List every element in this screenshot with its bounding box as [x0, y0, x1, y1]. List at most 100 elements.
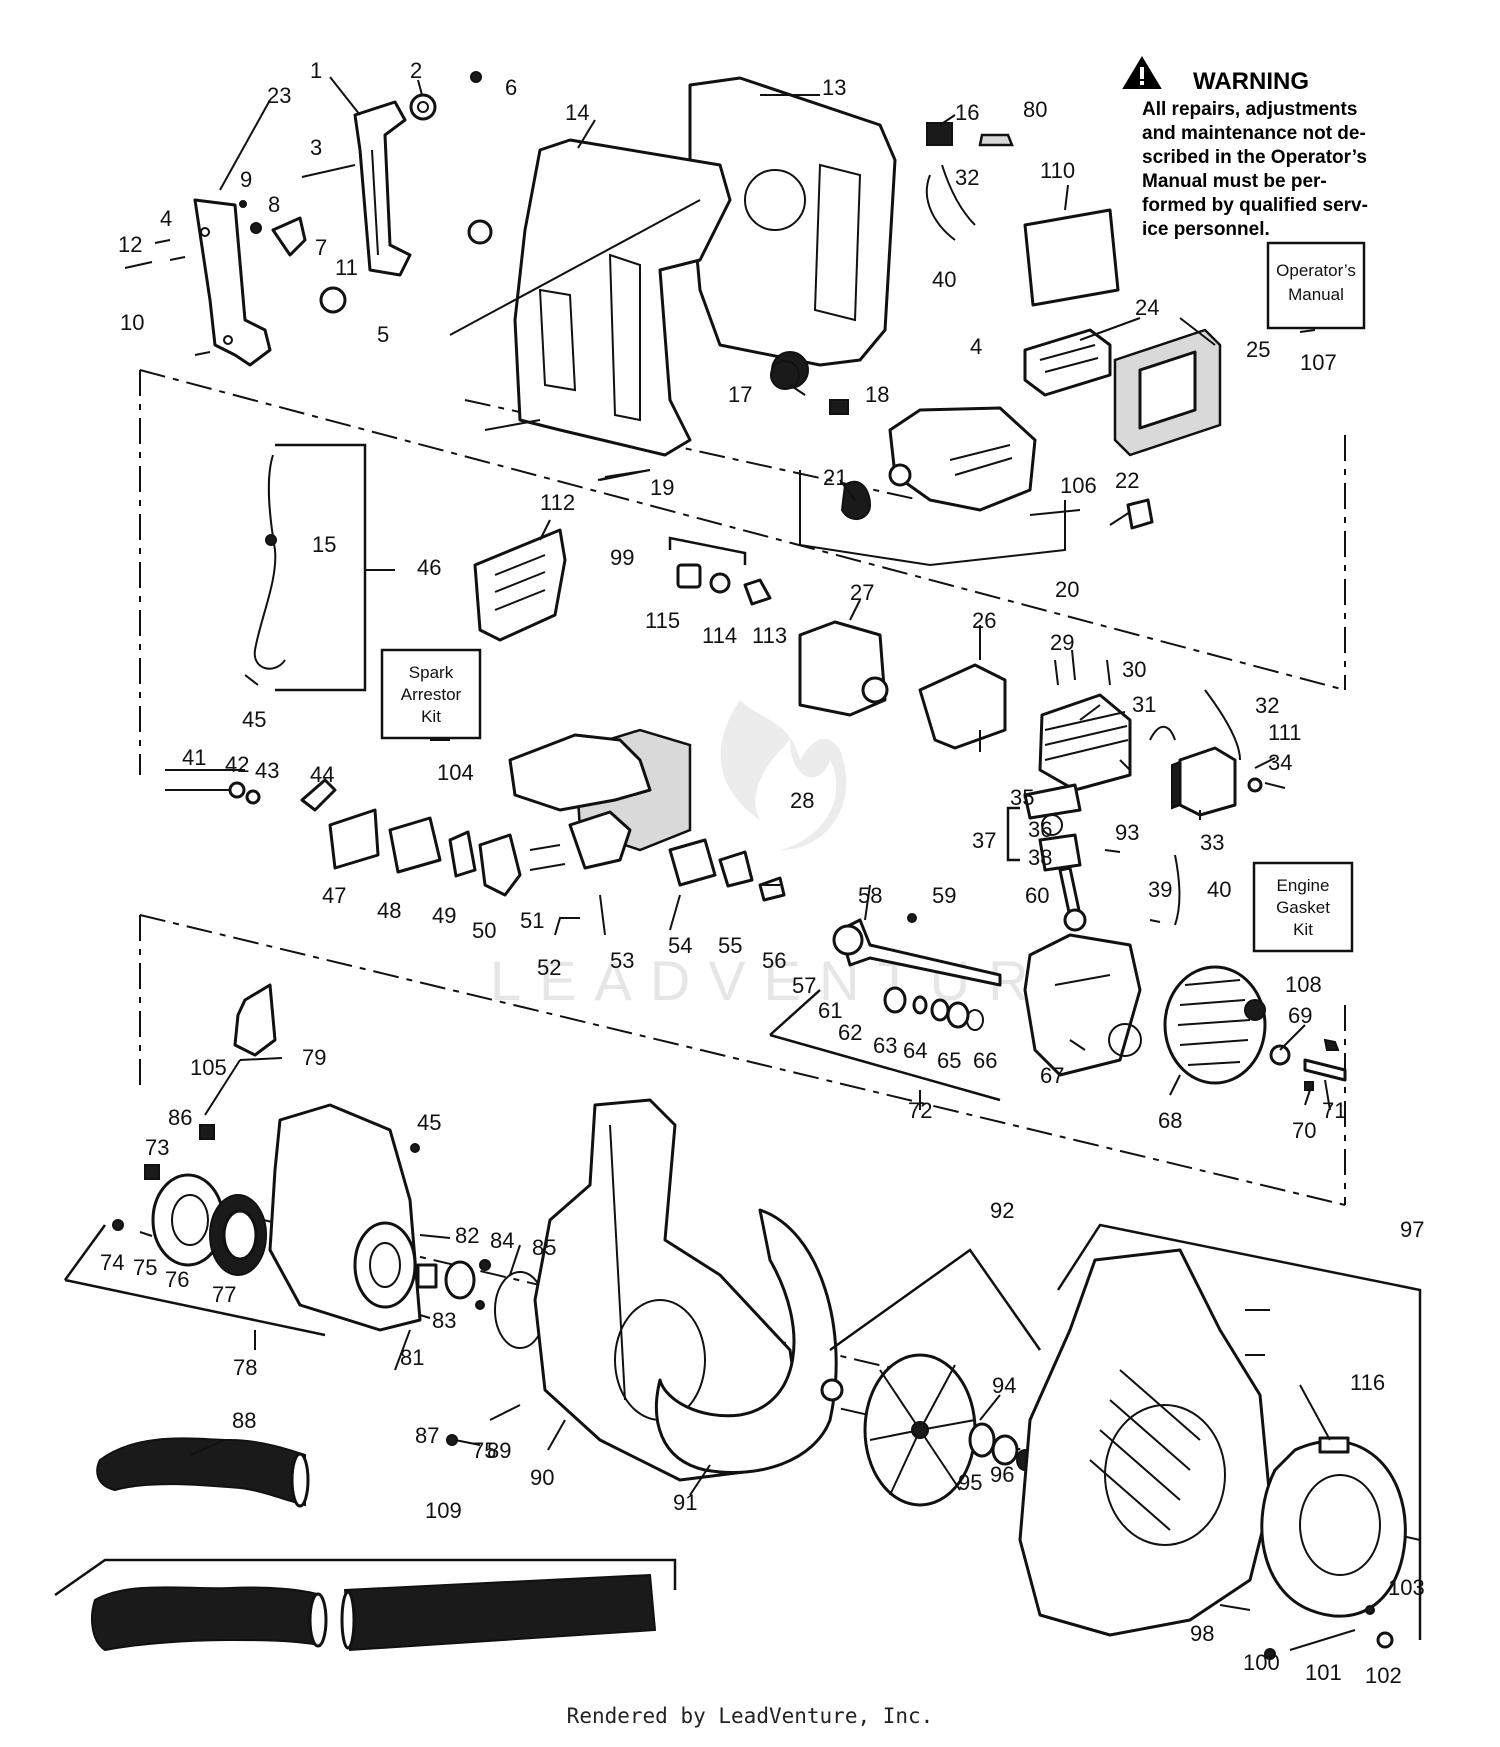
svg-text:Manual: Manual [1288, 285, 1344, 304]
callout-89: 89 [487, 1438, 511, 1463]
callout-93: 93 [1115, 820, 1139, 845]
callout-104: 104 [437, 760, 474, 785]
callout-22: 22 [1115, 468, 1139, 493]
callout-81: 81 [400, 1345, 424, 1370]
warning-line-1: All repairs, adjustments [1142, 99, 1357, 120]
callout-59: 59 [932, 883, 956, 908]
spark-arrestor-kit-box: Spark Arrestor Kit [380, 648, 482, 740]
callout-90: 90 [530, 1465, 554, 1490]
crankshaft-part-58 [832, 913, 1002, 987]
callout-75-bottom: 75 [472, 1438, 496, 1463]
callout-53: 53 [610, 948, 634, 973]
callout-26: 26 [972, 608, 996, 633]
starter-pulley-parts-76-77 [63, 1173, 326, 1337]
callout-86: 86 [168, 1105, 192, 1130]
back-plate-part-23 [193, 198, 272, 367]
callout-41: 41 [182, 745, 206, 770]
callout-103: 103 [1388, 1575, 1425, 1600]
callout-4-right: 4 [970, 334, 982, 359]
callout-54: 54 [668, 933, 692, 958]
bearing-seals-61-66 [769, 986, 1001, 1102]
operators-manual-box: Operator’s Manual [1266, 241, 1366, 330]
callout-58: 58 [858, 883, 882, 908]
callout-50: 50 [472, 918, 496, 943]
callout-94: 94 [992, 1373, 1016, 1398]
switch-part-16 [926, 122, 953, 146]
callout-109: 109 [425, 1498, 462, 1523]
callout-39: 39 [1148, 877, 1172, 902]
callout-67: 67 [1040, 1063, 1064, 1088]
filter-foam-part-25 [1113, 328, 1222, 457]
warning-line-5: formed by qualified serv- [1142, 195, 1368, 216]
callout-111: 111 [1268, 720, 1301, 745]
callout-48: 48 [377, 898, 401, 923]
throttle-cable-part-15 [244, 454, 286, 686]
footer-credit: Rendered by LeadVenture, Inc. [566, 1704, 934, 1728]
callout-74: 74 [100, 1250, 124, 1275]
svg-text:Arrestor: Arrestor [401, 685, 462, 704]
cylinder-part-31 [1038, 649, 1132, 792]
callout-10: 10 [120, 310, 144, 335]
callout-2: 2 [410, 58, 422, 83]
callout-88: 88 [232, 1408, 256, 1433]
cover-part-116 [1260, 1436, 1407, 1618]
callout-17: 17 [728, 382, 752, 407]
axis-line-housing [464, 399, 921, 501]
blower-tube-kit-part-109 [54, 1558, 677, 1652]
callout-79: 79 [302, 1045, 326, 1070]
callout-77: 77 [212, 1282, 236, 1307]
filter-cover-part-24 [1023, 328, 1112, 397]
callout-87: 87 [415, 1423, 439, 1448]
callout-98: 98 [1190, 1621, 1214, 1646]
callout-100: 100 [1243, 1650, 1280, 1675]
bracket-46 [275, 443, 367, 692]
callout-11: 11 [335, 255, 358, 280]
starter-housing-part-78 [268, 1103, 491, 1332]
callout-70: 70 [1292, 1118, 1316, 1143]
callout-40-top: 40 [932, 267, 956, 292]
warning-title: WARNING [1193, 68, 1309, 95]
callout-20: 20 [1055, 577, 1079, 602]
flywheel-part-68 [1163, 965, 1347, 1091]
callout-30: 30 [1122, 657, 1146, 682]
svg-text:Gasket: Gasket [1276, 898, 1330, 917]
callout-56: 56 [762, 948, 786, 973]
decal-part-80 [978, 133, 1014, 147]
callout-28: 28 [790, 788, 814, 813]
svg-text:Engine: Engine [1277, 876, 1330, 895]
callout-24: 24 [1135, 295, 1159, 320]
callout-83: 83 [432, 1308, 456, 1333]
callout-1: 1 [310, 58, 322, 83]
piston-assembly [1006, 783, 1121, 932]
callout-4-left: 4 [160, 206, 172, 231]
callout-40-mid: 40 [1207, 877, 1231, 902]
callout-42: 42 [225, 752, 249, 777]
callout-64: 64 [903, 1038, 927, 1063]
callout-19: 19 [650, 475, 674, 500]
callout-49: 49 [432, 903, 456, 928]
callout-32-mid: 32 [1255, 693, 1279, 718]
callout-9: 9 [240, 167, 252, 192]
callout-47: 47 [322, 883, 346, 908]
callout-51: 51 [520, 908, 544, 933]
callout-8: 8 [268, 192, 280, 217]
callout-21: 21 [823, 465, 847, 490]
muffler-parts [668, 536, 1007, 750]
callout-82: 82 [455, 1223, 479, 1248]
blower-tube-part-88 [96, 1437, 310, 1508]
callout-84: 84 [490, 1228, 514, 1253]
callout-45-bottom: 45 [417, 1110, 441, 1135]
callout-106: 106 [1060, 473, 1097, 498]
callout-15: 15 [312, 532, 336, 557]
carburetor-intake-chain [165, 728, 786, 902]
callout-65: 65 [937, 1048, 961, 1073]
starter-handle-part-79 [144, 983, 277, 1180]
callout-52: 52 [537, 955, 561, 980]
callout-105: 105 [190, 1055, 227, 1080]
callout-76: 76 [165, 1267, 189, 1292]
housing-part-14 [449, 138, 732, 481]
part-callout-numbers: 1 2 3 4 4 5 6 7 8 9 10 11 12 13 14 15 16… [100, 58, 1425, 1688]
misc-parts-17-18-19 [604, 360, 849, 478]
flame-logo-icon [720, 700, 847, 850]
